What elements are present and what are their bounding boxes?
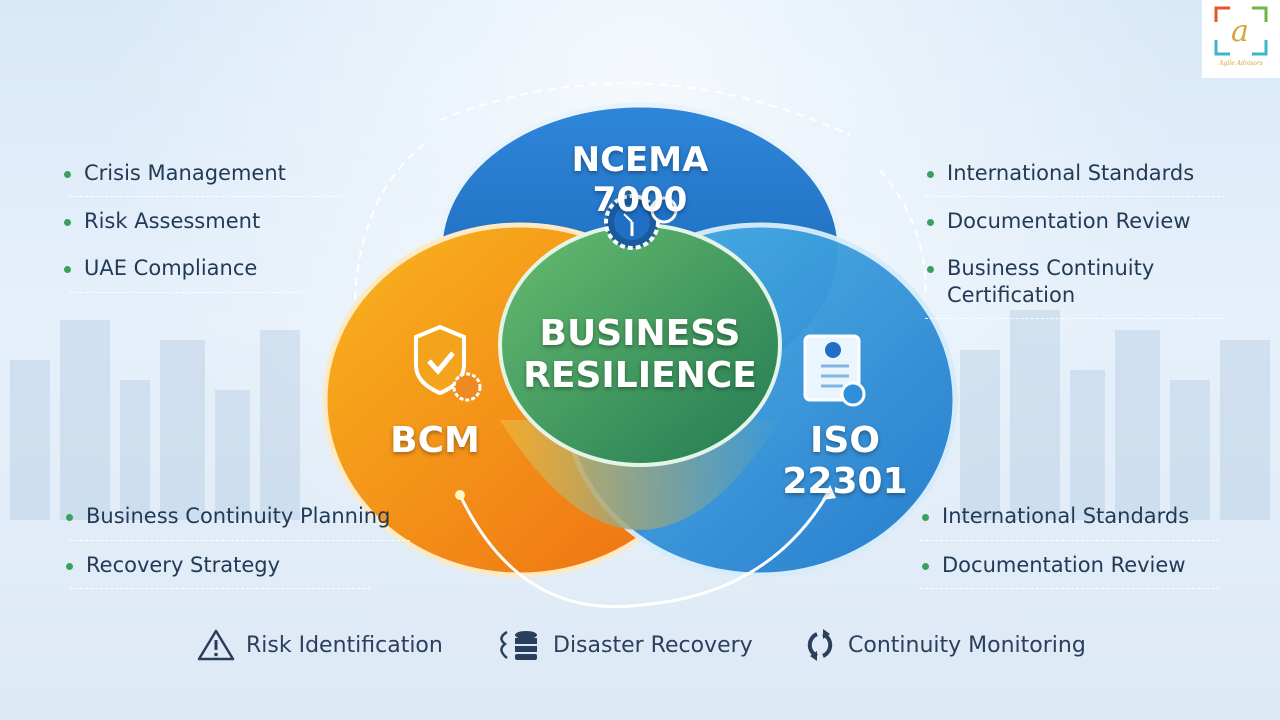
right-top-list: International Standards Documentation Re…: [925, 160, 1194, 309]
list-item: Risk Assessment: [62, 208, 286, 235]
divider: [925, 318, 1225, 319]
list-item: Crisis Management: [62, 160, 286, 187]
venn-label-iso: ISO 22301: [782, 420, 908, 502]
logo-frame-icon: [1214, 6, 1268, 56]
agile-advisors-logo: a Agile Advisors: [1202, 0, 1280, 78]
divider: [920, 588, 1220, 589]
database-restore-icon: [500, 630, 537, 660]
divider: [70, 292, 300, 293]
warning-triangle-icon: [197, 629, 235, 661]
list-item: Recovery Strategy: [64, 552, 390, 579]
gear-clock-icon: [604, 194, 678, 250]
divider: [925, 196, 1225, 197]
bottom-item-continuity-monitoring: Continuity Monitoring: [802, 628, 1086, 662]
flow-arrow-bottom: [458, 489, 832, 609]
venn-label-center-line2: RESILIENCE: [523, 355, 757, 396]
divider: [70, 540, 410, 541]
list-item: Business Continuity: [925, 255, 1194, 282]
bottom-item-label: Risk Identification: [246, 632, 443, 658]
list-item: International Standards: [925, 160, 1194, 187]
list-item: Documentation Review: [920, 552, 1189, 579]
venn-label-center-line1: BUSINESS: [539, 313, 741, 354]
venn-label-bcm: BCM: [390, 420, 480, 461]
flow-arrow-start-glow: [455, 490, 465, 500]
divider: [70, 588, 370, 589]
logo-monogram: a: [1231, 14, 1249, 49]
list-item: International Standards: [920, 503, 1189, 530]
city-skyline-background: [10, 310, 1270, 520]
list-item: UAE Compliance: [62, 255, 286, 282]
venn-label-ncema: NCEMA 7000: [571, 140, 709, 220]
list-item: Documentation Review: [925, 208, 1194, 235]
flow-arc-top: [439, 82, 851, 136]
left-bottom-list: Business Continuity Planning Recovery St…: [64, 503, 390, 579]
clipboard-checklist-icon: [803, 334, 866, 407]
logo-brand-text: Agile Advisors: [1219, 60, 1263, 67]
flow-arc-right: [879, 169, 927, 301]
cycle-arrows-icon: [807, 629, 833, 661]
bottom-item-disaster-recovery: Disaster Recovery: [493, 628, 753, 662]
right-bottom-list: International Standards Documentation Re…: [920, 503, 1189, 579]
shield-check-icon: [414, 324, 482, 402]
left-top-list: Crisis Management Risk Assessment UAE Co…: [62, 160, 286, 282]
list-item-continued: Certification: [947, 283, 1076, 307]
bottom-item-label: Continuity Monitoring: [848, 632, 1086, 658]
divider: [920, 540, 1220, 541]
list-item: Business Continuity Planning: [64, 503, 390, 530]
divider: [70, 196, 340, 197]
bottom-item-label: Disaster Recovery: [553, 632, 753, 658]
bottom-item-risk-identification: Risk Identification: [196, 628, 443, 662]
